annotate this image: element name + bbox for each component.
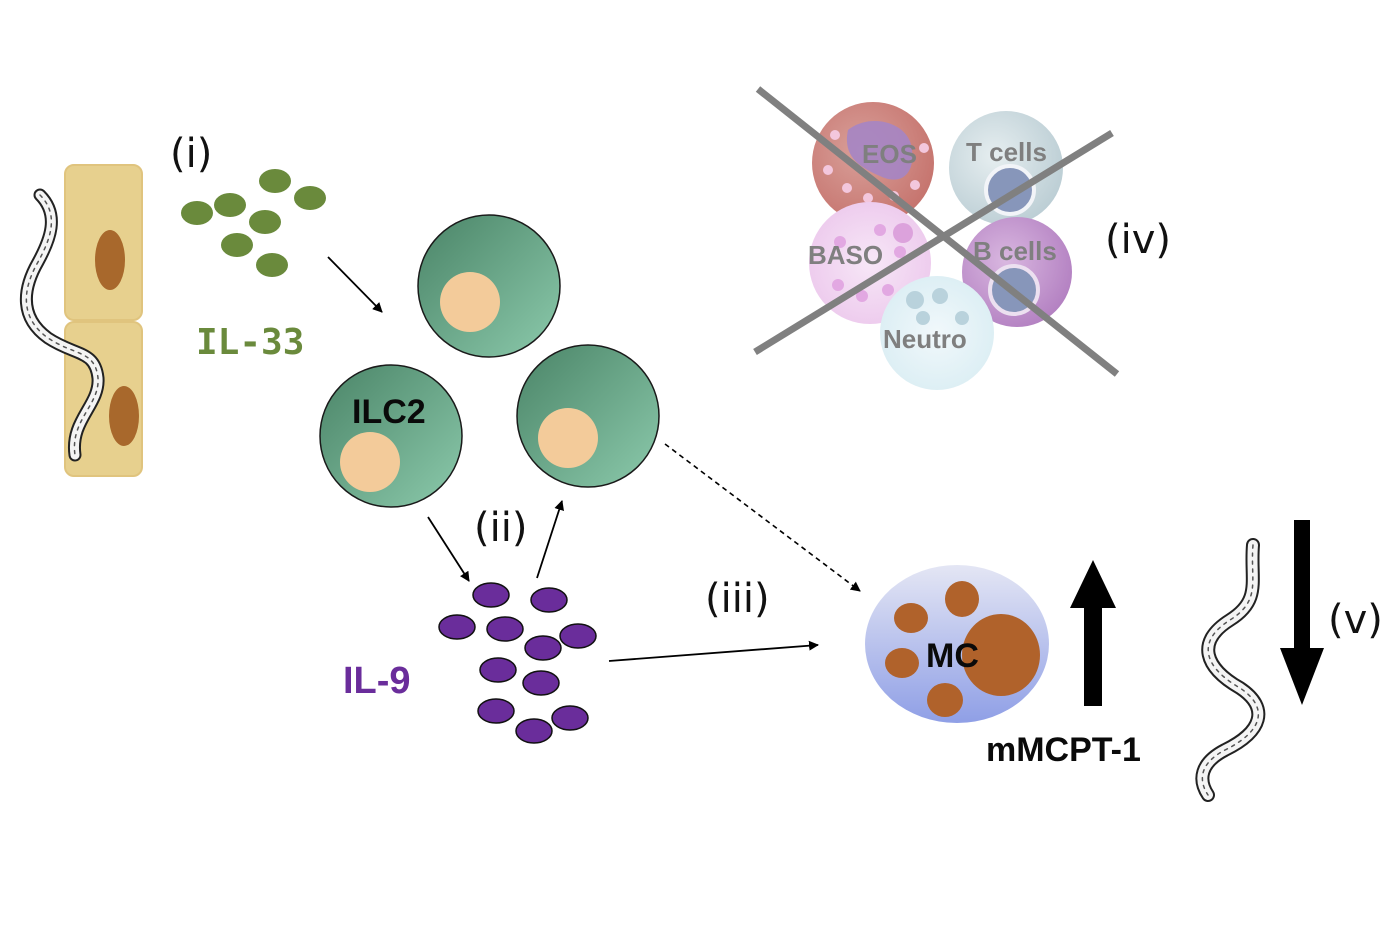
- neutrophil-cell: [880, 276, 994, 390]
- ilc2-cell-left: [319, 364, 463, 508]
- nucleus: [538, 408, 598, 468]
- ilc2-cell-right: [516, 344, 660, 488]
- helminth-worm-right-icon: [1195, 538, 1266, 802]
- il9-particle: [438, 614, 476, 640]
- mast-cell-granule: [945, 581, 979, 617]
- mast-cell-granule: [885, 648, 919, 678]
- mast-cell-granule: [927, 683, 963, 717]
- il33-particle: [221, 233, 253, 257]
- exclusion-cross-icon: [753, 86, 1120, 377]
- arrow-il9-to-ilc2: [536, 500, 564, 579]
- arrow-ilc2-to-il9: [427, 516, 470, 582]
- nucleus: [440, 272, 500, 332]
- il9-particle: [486, 616, 524, 642]
- mast-cell-granule: [894, 603, 928, 633]
- il9-particle: [522, 670, 560, 696]
- epithelial-nucleus-bottom: [109, 386, 139, 446]
- t-cells-label: T cells: [966, 137, 1047, 167]
- il9-particle: [524, 635, 562, 661]
- step-iii-label: (iii): [705, 576, 770, 622]
- arrow-il33-to-ilc2: [327, 256, 383, 313]
- step-iv-label: (iv): [1105, 217, 1171, 263]
- mc-label: MC: [926, 637, 979, 675]
- il9-particle: [551, 705, 589, 731]
- il33-particle: [214, 193, 246, 217]
- decrease-arrow-icon: [1280, 520, 1324, 705]
- ilc2-cell-top: [417, 214, 561, 358]
- mast-cell: [865, 565, 1049, 723]
- mmcpt1-label: mMCPT-1: [986, 731, 1141, 769]
- il9-particle: [479, 657, 517, 683]
- il33-label: IL-33: [196, 322, 304, 363]
- neutro-label: Neutro: [883, 324, 967, 354]
- dashed-arrow-ilc2-to-mc: [664, 443, 861, 592]
- il9-label: IL-9: [343, 660, 411, 702]
- il33-particle: [181, 201, 213, 225]
- ilc2-label: ILC2: [352, 393, 426, 431]
- il33-particle: [249, 210, 281, 234]
- baso-label: BASO: [808, 240, 883, 270]
- eosinophil-cell: [812, 102, 934, 224]
- nucleus: [340, 432, 400, 492]
- t-cell: [949, 111, 1063, 225]
- epithelial-nucleus-top: [95, 230, 125, 290]
- step-ii-label: (ii): [474, 505, 527, 551]
- il9-particle: [472, 582, 510, 608]
- b-cells-label: B cells: [973, 236, 1057, 266]
- il33-particle: [256, 253, 288, 277]
- excluded-cells: EOS T cells BASO B cells Neutro: [808, 102, 1072, 390]
- il9-particle: [559, 623, 597, 649]
- il33-particle: [294, 186, 326, 210]
- il33-particles: [181, 169, 326, 277]
- helminth-worm-icon: [20, 188, 105, 462]
- increase-arrow-icon: [1070, 560, 1116, 706]
- il33-particle: [259, 169, 291, 193]
- il9-particle: [530, 587, 568, 613]
- il9-particles: [438, 582, 597, 744]
- step-i-label: (i): [170, 131, 212, 177]
- il9-particle: [477, 698, 515, 724]
- mast-cell-nucleus: [962, 614, 1040, 696]
- arrow-il9-to-mc: [608, 640, 819, 662]
- step-v-label: (v): [1328, 597, 1383, 643]
- il9-particle: [515, 718, 553, 744]
- eos-label: EOS: [862, 139, 917, 169]
